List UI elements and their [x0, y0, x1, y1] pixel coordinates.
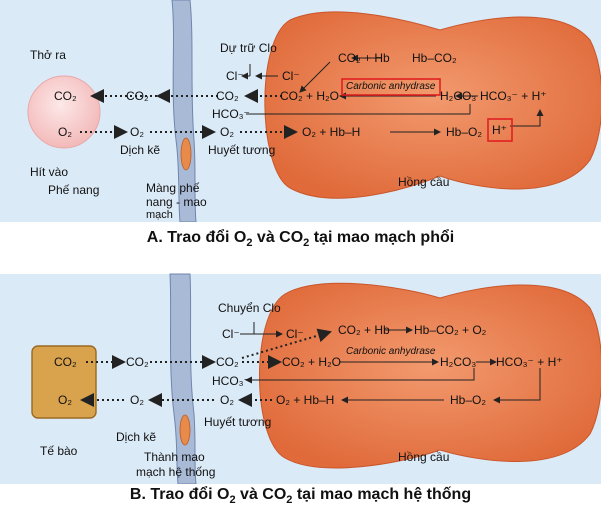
capillary-membrane-a: [171, 0, 197, 222]
interstitial-o2: O₂: [130, 125, 144, 139]
enzyme-highlight-box: [341, 78, 441, 96]
rbc-hb-o2: Hb–O₂: [446, 125, 483, 139]
label-tho-ra: Thở ra: [30, 48, 66, 62]
membrane-label-line1: Màng phế: [146, 181, 200, 195]
plasma-co2: CO₂: [216, 89, 239, 103]
rbc-b-hb-co2-o2: Hb–CO₂ + O₂: [414, 323, 487, 337]
rbc-h2co3: H₂CO₃: [440, 89, 477, 103]
rbc-b-h2co3: H₂CO₃: [440, 355, 477, 369]
alveolus-o2: O₂: [58, 125, 72, 139]
label-dich-ke-b: Dịch kẽ: [116, 430, 157, 444]
label-phe-nang: Phế nang: [48, 183, 100, 197]
panel-a-diagram: [27, 0, 601, 222]
membrane-nucleus-b: [179, 414, 191, 446]
label-huyet-tuong: Huyết tương: [208, 143, 276, 157]
rbc-b-co2-h2o: CO₂ + H₂O: [282, 355, 341, 369]
rbc-b-co2-hb: CO₂ + Hb: [338, 323, 390, 337]
membrane-label-line2: nang - mao: [146, 195, 207, 209]
plasma-o2: O₂: [220, 125, 234, 139]
membrane-b-label-line1: Thành mao: [144, 450, 205, 464]
enzyme-label-b: Carbonic anhydrase: [346, 346, 436, 357]
label-du-tru-clo: Dự trữ Clo: [220, 41, 277, 55]
alveolus: [27, 75, 101, 149]
chloride-left: Cl⁻: [226, 69, 244, 83]
interstitial-o2-b: O₂: [130, 393, 144, 407]
label-chuyen-clo: Chuyển Clo: [218, 301, 281, 315]
label-hit-vao: Hít vào: [30, 165, 69, 179]
membrane-b-label-line2: mạch hệ thống: [136, 465, 216, 479]
enzyme-label: Carbonic anhydrase: [346, 81, 436, 92]
alveolus-co2: CO₂: [54, 89, 77, 103]
rbc-b-o2-hbh: O₂ + Hb–H: [276, 393, 335, 407]
label-dich-ke: Dịch kẽ: [120, 143, 161, 157]
h-ion-highlight-box: [487, 118, 513, 142]
tissue-co2: CO₂: [54, 355, 77, 369]
label-hong-cau-b: Hồng cầu: [398, 450, 450, 464]
rbc-b-hb-o2: Hb–O₂: [450, 393, 487, 407]
rbc-co2-hb: CO₂ + Hb: [338, 51, 390, 65]
red-blood-cell-a: [264, 11, 601, 199]
rbc-hco3-h: HCO₃⁻ + H⁺: [480, 89, 547, 103]
panel-b-diagram: [31, 273, 601, 484]
plasma-co2-b: CO₂: [216, 355, 239, 369]
tissue-o2: O₂: [58, 393, 72, 407]
interstitial-co2-b: CO₂: [126, 355, 149, 369]
rbc-h-ion: H⁺: [492, 123, 507, 137]
plasma-hco3-b: HCO₃⁻: [212, 374, 250, 388]
rbc-o2-hbh: O₂ + Hb–H: [302, 125, 361, 139]
plasma-o2-b: O₂: [220, 393, 234, 407]
chloride-right-b: Cl⁻: [286, 327, 304, 341]
chloride-left-b: Cl⁻: [222, 327, 240, 341]
red-blood-cell-b: [259, 282, 601, 469]
chloride-right: Cl⁻: [282, 69, 300, 83]
caption-a: A. Trao đổi O2 và CO2 tại mao mạch phổi: [146, 229, 455, 250]
panel-systemic-exchange: Chuyển Clo Cl⁻ Cl⁻ CO₂ O₂ Tế bào CO₂ O₂ …: [0, 264, 601, 508]
rbc-b-hco3-h: HCO₃⁻ + H⁺: [496, 355, 563, 369]
label-hong-cau-a: Hồng cầu: [398, 175, 450, 189]
membrane-label-line3: mạch: [146, 209, 173, 221]
rbc-co2-h2o: CO₂ + H₂O: [280, 89, 339, 103]
interstitial-co2: CO₂: [126, 89, 149, 103]
membrane-nucleus-a: [180, 137, 192, 171]
plasma-hco3: HCO₃⁻: [212, 107, 250, 121]
caption-b: B. Trao đổi O2 và CO2 tại mao mạch hệ th…: [129, 486, 472, 507]
label-huyet-tuong-b: Huyết tương: [204, 415, 272, 429]
rbc-hb-co2: Hb–CO₂: [412, 51, 457, 65]
panel-lung-exchange: Thở ra Hít vào Phế nang CO₂ O₂ CO₂ O₂ Dị…: [0, 0, 601, 250]
label-te-bao: Tế bào: [40, 444, 78, 458]
